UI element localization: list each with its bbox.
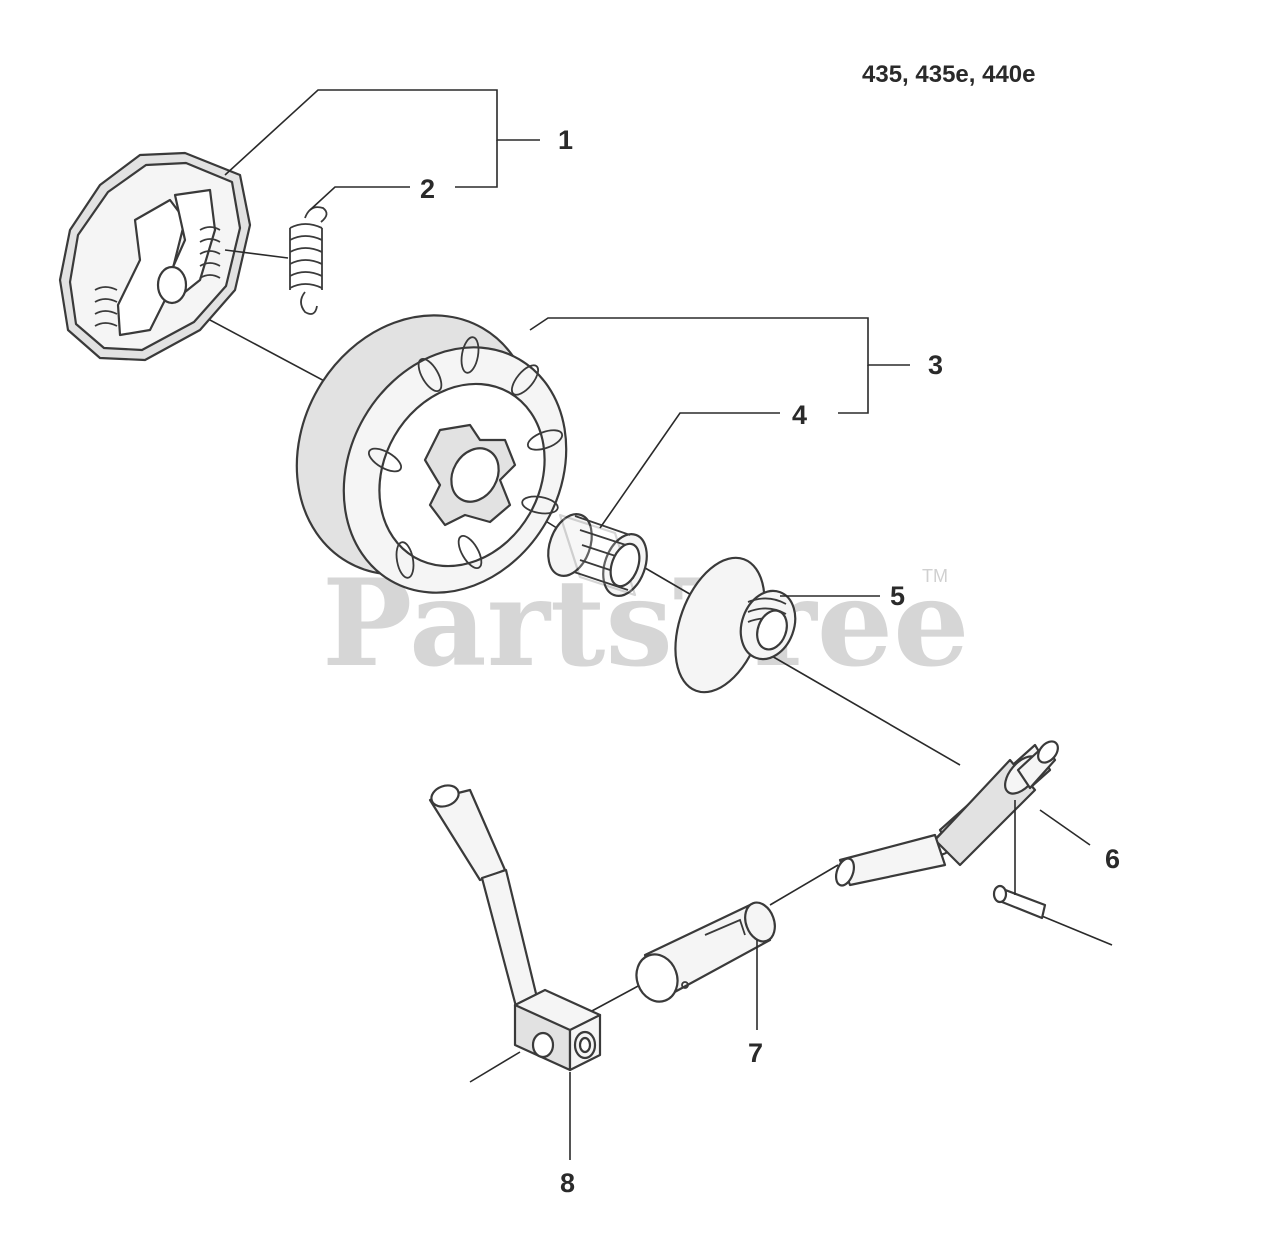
clutch-assembly[interactable] [58,151,252,362]
clutch-spring[interactable] [224,206,328,315]
callout-6[interactable]: 6 [1105,844,1120,874]
needle-bearing[interactable] [540,508,654,602]
callout-8[interactable]: 8 [560,1168,575,1198]
callout-labels: 1 2 3 4 5 6 7 8 [420,125,1120,1198]
drum-ventilation-slots [368,336,564,579]
watermark-trademark: TM [922,566,948,586]
clutch-shoe-spring-upper [199,226,221,279]
callout-leaders [224,89,1091,1160]
callout-1[interactable]: 1 [558,125,573,155]
coupling-sleeve[interactable] [630,898,780,1007]
model-label: 435, 435e, 440e [862,61,1036,88]
callout-2[interactable]: 2 [420,174,435,204]
clutch-shoe-spring-lower [94,286,118,327]
guide-pin [992,884,1047,920]
callout-5[interactable]: 5 [890,581,905,611]
clutch-drum[interactable] [251,272,610,633]
callout-3[interactable]: 3 [928,350,943,380]
oil-pump-worm-gear[interactable] [833,738,1062,920]
washer-assembly[interactable] [658,546,804,705]
drive-sprocket [423,423,517,527]
callout-4[interactable]: 4 [792,400,807,430]
chain-brake-lever[interactable] [428,782,602,1072]
callout-7[interactable]: 7 [748,1038,763,1068]
